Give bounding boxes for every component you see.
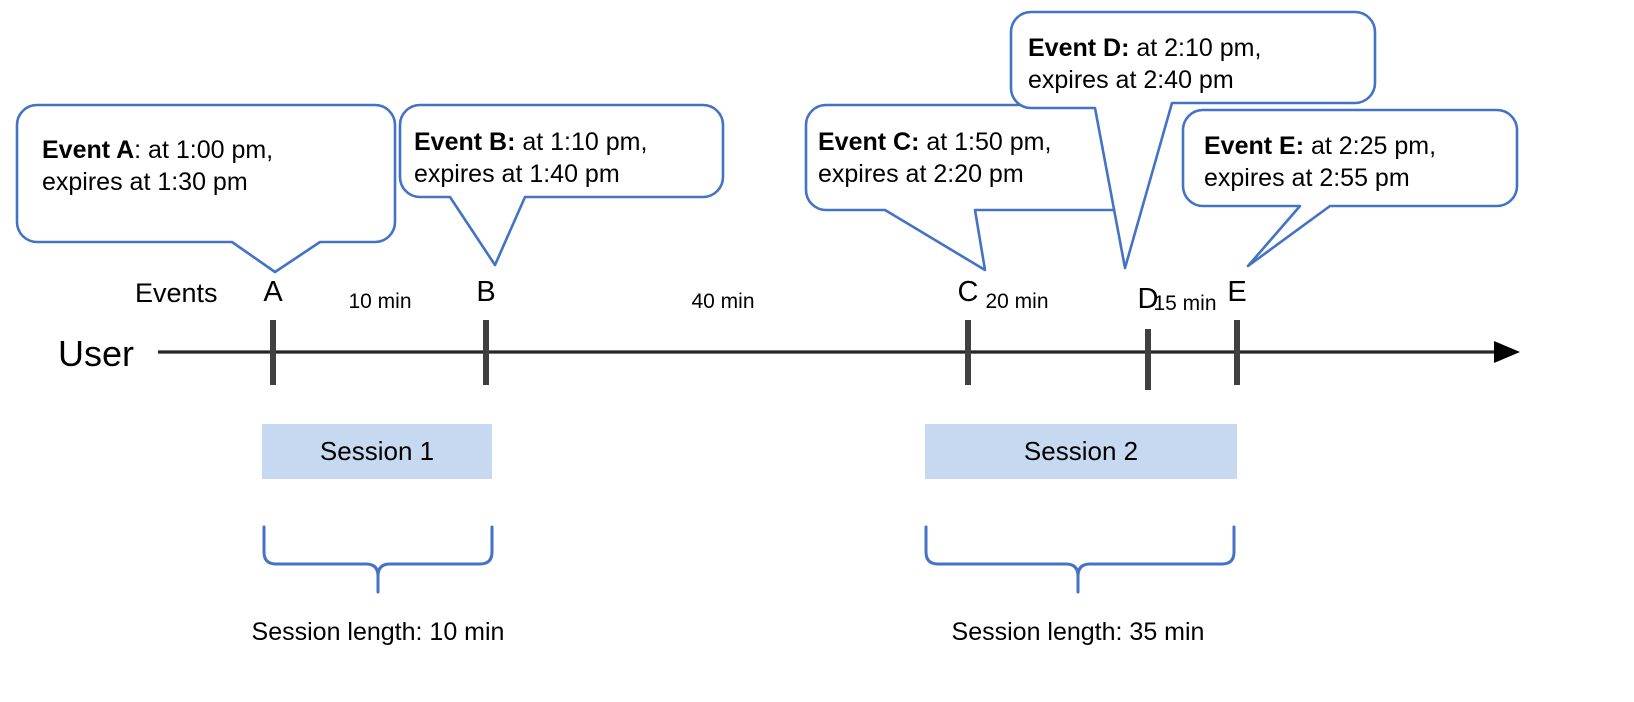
session-1-label: Session 1: [319, 436, 435, 466]
timeline-axis: [158, 341, 1520, 363]
marker-label-b: B: [476, 276, 496, 308]
session-2-box: Session 2: [925, 424, 1237, 479]
session-2-length-label: Session length: 35 min: [951, 618, 1205, 646]
callout-d-text: Event D: at 2:10 pm, expires at 2:40 pm: [1028, 32, 1261, 96]
session-1-box: Session 1: [262, 424, 492, 479]
callout-a-line2: expires at 1:30 pm: [42, 168, 248, 196]
callout-d-lead: Event D:: [1028, 34, 1130, 62]
user-track-label: User: [58, 333, 135, 374]
session-1-brace: [262, 525, 494, 594]
callout-c-lead: Event C:: [818, 128, 920, 156]
marker-label-a: A: [263, 276, 283, 308]
session-2-brace: [924, 525, 1236, 594]
callout-c-text: Event C: at 1:50 pm, expires at 2:20 pm: [818, 126, 1051, 190]
callout-e-text: Event E: at 2:25 pm, expires at 2:55 pm: [1204, 130, 1436, 194]
session-1-length-label: Session length: 10 min: [251, 618, 505, 646]
callout-a-text: Event A: at 1:00 pm, expires at 1:30 pm: [42, 134, 273, 198]
callout-b-rest: at 1:10 pm,: [515, 128, 648, 156]
callout-c-rest: at 1:50 pm,: [919, 128, 1052, 156]
callout-b-text: Event B: at 1:10 pm, expires at 1:40 pm: [414, 126, 647, 190]
callout-b-lead: Event B:: [414, 128, 516, 156]
gap-label-b-c: 40 min: [691, 290, 755, 313]
gap-label-a-b: 10 min: [348, 290, 412, 313]
callout-e-lead: Event E:: [1204, 132, 1305, 160]
callout-e-rest: at 2:25 pm,: [1304, 132, 1437, 160]
gap-label-c-d: 20 min: [985, 290, 1049, 313]
callout-e-line2: expires at 2:55 pm: [1204, 164, 1410, 192]
callout-a-lead: Event A: [42, 136, 135, 164]
marker-label-d: D: [1137, 283, 1159, 315]
callout-b-line2: expires at 1:40 pm: [414, 160, 620, 188]
session-2-label: Session 2: [1023, 436, 1139, 466]
callout-d-rest: at 2:10 pm,: [1129, 34, 1262, 62]
marker-label-c: C: [957, 276, 979, 308]
callout-a-rest: : at 1:00 pm,: [134, 136, 274, 164]
events-label: Events: [135, 278, 218, 308]
marker-label-e: E: [1227, 276, 1247, 308]
gap-label-d-e: 15 min: [1153, 292, 1217, 315]
event-markers: [270, 320, 1240, 390]
callout-c-line2: expires at 2:20 pm: [818, 160, 1024, 188]
callout-d-line2: expires at 2:40 pm: [1028, 66, 1234, 94]
